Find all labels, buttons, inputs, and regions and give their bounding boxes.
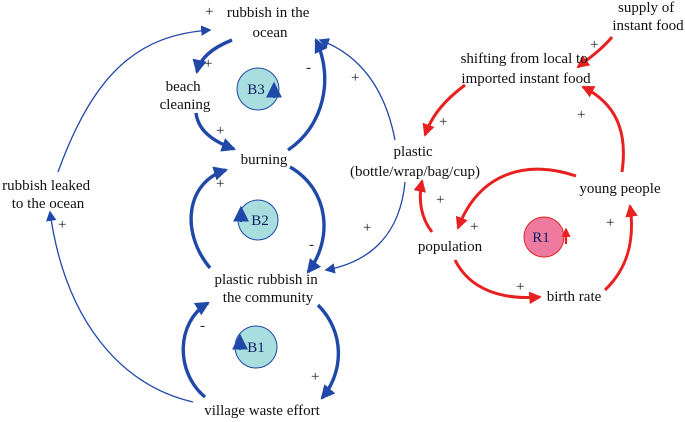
sign-shifting-to-plastic: + bbox=[439, 114, 447, 130]
sign-young-to-population: + bbox=[470, 219, 478, 235]
link-community-to-burning bbox=[189, 166, 229, 270]
balancing-links bbox=[46, 25, 406, 403]
link-leaked-to-ocean bbox=[57, 25, 212, 173]
link-village-to-leaked bbox=[46, 210, 194, 403]
node-birth-rate: birth rate bbox=[547, 289, 602, 305]
loop-label-b3: B3 bbox=[247, 82, 265, 98]
polarity-signs: + + + - - + + - + + + + + + + + + + bbox=[58, 4, 614, 385]
sign-plastic-to-community: + bbox=[363, 220, 371, 236]
link-population-to-birth bbox=[453, 259, 542, 305]
sign-population-to-plastic: + bbox=[436, 192, 444, 208]
link-village-to-community bbox=[181, 301, 210, 399]
loop-label-b1: B1 bbox=[247, 340, 265, 356]
sign-community-to-village: + bbox=[311, 369, 319, 385]
sign-birth-to-young: + bbox=[606, 215, 614, 231]
sign-supply-to-shifting: + bbox=[590, 37, 598, 53]
link-burning-to-community bbox=[289, 165, 326, 274]
node-rubbish-ocean: rubbish in the ocean bbox=[227, 5, 313, 41]
link-birth-to-young bbox=[603, 204, 638, 292]
node-plastic: plastic (bottle/wrap/bag/cup) bbox=[350, 144, 480, 180]
node-rubbish-leaked: rubbish leaked to the ocean bbox=[2, 178, 94, 212]
loop-label-b2: B2 bbox=[251, 213, 269, 229]
sign-village-to-community: - bbox=[200, 318, 205, 334]
sign-young-to-shifting: + bbox=[577, 107, 585, 123]
sign-burning-to-community: - bbox=[309, 237, 314, 253]
node-beach-cleaning: beach cleaning bbox=[160, 79, 211, 113]
node-burning: burning bbox=[241, 152, 288, 168]
sign-plastic-to-ocean: + bbox=[351, 70, 359, 86]
node-shifting: shifting from local to imported instant … bbox=[461, 51, 592, 87]
loop-marker-b3: B3 bbox=[236, 67, 282, 111]
link-beach-to-burning bbox=[194, 112, 237, 152]
loop-marker-b2: B2 bbox=[233, 199, 279, 241]
sign-village-to-leaked: + bbox=[58, 217, 66, 233]
node-young-people: young people bbox=[579, 181, 661, 197]
link-plastic-to-ocean bbox=[318, 38, 396, 141]
sign-burning-to-ocean: - bbox=[306, 60, 311, 76]
loop-marker-b1: B1 bbox=[232, 325, 278, 369]
sign-leaked-to-ocean: + bbox=[205, 4, 213, 20]
sign-population-to-birth: + bbox=[516, 279, 524, 295]
link-plastic-to-community bbox=[324, 181, 406, 274]
reinforcing-links bbox=[413, 36, 638, 305]
sign-beach-to-burning: + bbox=[216, 123, 224, 139]
loop-label-r1: R1 bbox=[532, 230, 550, 246]
sign-ocean-to-beach: + bbox=[204, 56, 212, 72]
link-supply-to-shifting bbox=[576, 36, 614, 69]
node-population: population bbox=[418, 239, 483, 255]
link-young-to-shifting bbox=[581, 85, 625, 173]
link-shifting-to-plastic bbox=[422, 83, 466, 137]
loop-marker-r1: R1 bbox=[523, 216, 571, 258]
node-plastic-community: plastic rubbish in the community bbox=[214, 272, 321, 306]
link-population-to-plastic bbox=[413, 179, 434, 233]
node-village-waste: village waste effort bbox=[204, 403, 320, 419]
link-ocean-to-beach bbox=[192, 38, 233, 75]
link-burning-to-ocean bbox=[287, 38, 328, 152]
link-young-to-population bbox=[455, 167, 577, 230]
link-community-to-village bbox=[316, 303, 341, 400]
node-supply: supply of instant food bbox=[612, 0, 684, 34]
sign-community-to-burning: + bbox=[216, 176, 224, 192]
